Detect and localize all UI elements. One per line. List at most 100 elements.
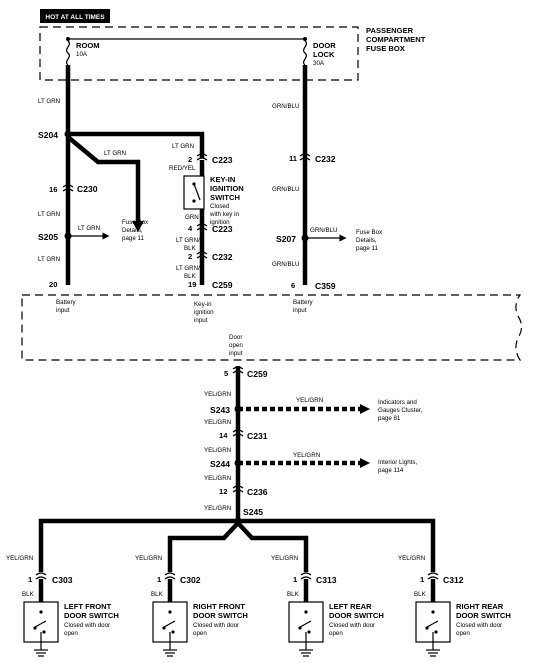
pin-4: 4 xyxy=(188,224,193,233)
bus-to-left-rear xyxy=(236,521,309,572)
fuse-details-1-line1: Fuse Box xyxy=(122,219,149,226)
c302-connector xyxy=(164,572,176,580)
s204-to-keyin-wire xyxy=(68,131,205,158)
wire-label-lt-grn-blk-1a: LT GRN/ xyxy=(176,237,200,244)
control-module-outline xyxy=(21,294,523,361)
pin-14: 14 xyxy=(219,431,228,440)
hot-label-text: HOT AT ALL TIMES xyxy=(45,14,105,21)
c223-bottom-symbol xyxy=(196,223,208,227)
c232-right-symbol xyxy=(299,153,311,157)
c312-connector xyxy=(427,572,439,580)
wire-label-blk-rr: BLK xyxy=(414,591,427,598)
wire-label-lt-grn-branch: LT GRN xyxy=(104,150,126,157)
pin-11: 11 xyxy=(289,154,298,163)
splice-s244-label: S244 xyxy=(210,459,230,469)
lf-switch-desc-1: Closed with door xyxy=(64,622,110,629)
battery-input-2-line2: input xyxy=(293,307,307,314)
wire-label-lt-grn-keyin: LT GRN xyxy=(172,143,194,150)
c303-connector xyxy=(35,572,47,580)
wire-label-yel-grn-4: YEL/GRN xyxy=(204,475,231,482)
pin-6: 6 xyxy=(291,281,295,290)
c223-top-symbol xyxy=(196,153,208,157)
wire-label-lt-grn-blk-1b: BLK xyxy=(184,245,197,252)
bus-to-right-rear xyxy=(238,518,436,572)
fuse-details-1-line2: Details, xyxy=(122,227,143,234)
c259-label-top: C259 xyxy=(212,280,233,290)
door-input-line2: open xyxy=(229,342,243,349)
key-in-ignition-switch xyxy=(183,175,205,210)
wire-label-lt-grn-blk-2a: LT GRN/ xyxy=(176,265,200,272)
keyin-title-3: SWITCH xyxy=(210,193,240,202)
lf-switch-title-2: DOOR SWITCH xyxy=(64,611,119,620)
keyin-desc-3: ignition xyxy=(210,219,230,226)
wire-label-grn: GRN xyxy=(185,214,199,221)
lr-switch-title-2: DOOR SWITCH xyxy=(329,611,384,620)
wire-label-yel-grn-s243: YEL/GRN xyxy=(296,397,323,404)
wire-label-lt-grn-1: LT GRN xyxy=(38,98,60,105)
lf-switch-title-1: LEFT FRONT xyxy=(64,602,112,611)
fuse-box-outline xyxy=(39,26,359,81)
pin-1-c303: 1 xyxy=(28,575,33,584)
lr-switch-desc-1: Closed with door xyxy=(329,622,375,629)
splice-s243-label: S243 xyxy=(210,405,230,415)
room-fuse-rating: 10A xyxy=(76,51,88,58)
right-rear-door-switch xyxy=(415,601,451,657)
wire-label-yel-grn-rr: YEL/GRN xyxy=(398,555,425,562)
battery-input-1-line2: input xyxy=(56,307,70,314)
interior-line2: page 114 xyxy=(378,467,404,474)
pin-1-c313: 1 xyxy=(293,575,298,584)
pin-1-c302: 1 xyxy=(157,575,162,584)
wire-label-grn-blu-3: GRN/BLU xyxy=(272,261,300,268)
wire-label-blk-rf: BLK xyxy=(151,591,164,598)
fuse-details-1-line3: page 11 xyxy=(122,235,144,242)
splice-s245-label: S245 xyxy=(243,507,263,517)
c231-symbol xyxy=(232,429,244,433)
lr-switch-desc-2: open xyxy=(329,630,343,637)
wire-label-lt-grn-3: LT GRN xyxy=(38,256,60,263)
c313-label: C313 xyxy=(316,575,337,585)
fuse-box-title-3: FUSE BOX xyxy=(366,44,405,53)
arrow-fuse-details-1 xyxy=(132,221,144,232)
indicators-line3: page 81 xyxy=(378,415,401,422)
rf-switch-desc-1: Closed with door xyxy=(193,622,239,629)
room-fuse-name: ROOM xyxy=(76,41,100,50)
keyin-desc-1: Closed xyxy=(210,203,230,210)
pin-12: 12 xyxy=(219,487,227,496)
pin-2-c223: 2 xyxy=(188,155,192,164)
keyin-desc-2: with key in xyxy=(209,211,239,218)
c359-label: C359 xyxy=(315,281,336,291)
wire-label-yel-grn-rf: YEL/GRN xyxy=(135,555,162,562)
lf-switch-desc-2: open xyxy=(64,630,78,637)
s204-to-fuse-details-wire xyxy=(66,135,141,224)
c232-label-right: C232 xyxy=(315,154,336,164)
splice-s205-label: S205 xyxy=(38,232,58,242)
indicators-line1: Indicators and xyxy=(378,399,417,406)
hot-at-all-times-label: HOT AT ALL TIMES xyxy=(40,9,110,23)
splice-s207-label: S207 xyxy=(276,234,296,244)
rr-switch-desc-2: open xyxy=(456,630,470,637)
fuse-details-2-line3: page 11 xyxy=(356,245,378,252)
bus-to-right-front xyxy=(167,521,240,572)
pin-1-c312: 1 xyxy=(420,575,425,584)
wire-label-blk-lf: BLK xyxy=(22,591,35,598)
c232-label-keyin: C232 xyxy=(212,252,233,262)
left-front-door-switch xyxy=(23,601,59,657)
wire-label-yel-grn-2: YEL/GRN xyxy=(204,419,231,426)
wire-label-grn-blu-1: GRN/BLU xyxy=(272,103,300,110)
c236-label: C236 xyxy=(247,487,268,497)
rr-switch-title-1: RIGHT REAR xyxy=(456,602,504,611)
c223-label-1: C223 xyxy=(212,155,233,165)
wire-label-yel-grn-lr: YEL/GRN xyxy=(271,555,298,562)
c259-bottom-symbol xyxy=(232,366,244,370)
fuse-details-2-line1: Fuse Box xyxy=(356,229,383,236)
wire-label-lt-grn-blk-2b: BLK xyxy=(184,273,197,280)
rr-switch-title-2: DOOR SWITCH xyxy=(456,611,511,620)
door-lock-fuse-name-1: DOOR xyxy=(313,41,336,50)
left-rear-door-switch xyxy=(288,601,324,657)
rf-switch-title-1: RIGHT FRONT xyxy=(193,602,245,611)
door-lock-fuse-name-2: LOCK xyxy=(313,50,335,59)
pin-19: 19 xyxy=(188,280,196,289)
rf-switch-title-2: DOOR SWITCH xyxy=(193,611,248,620)
s243-arrow xyxy=(360,404,370,414)
